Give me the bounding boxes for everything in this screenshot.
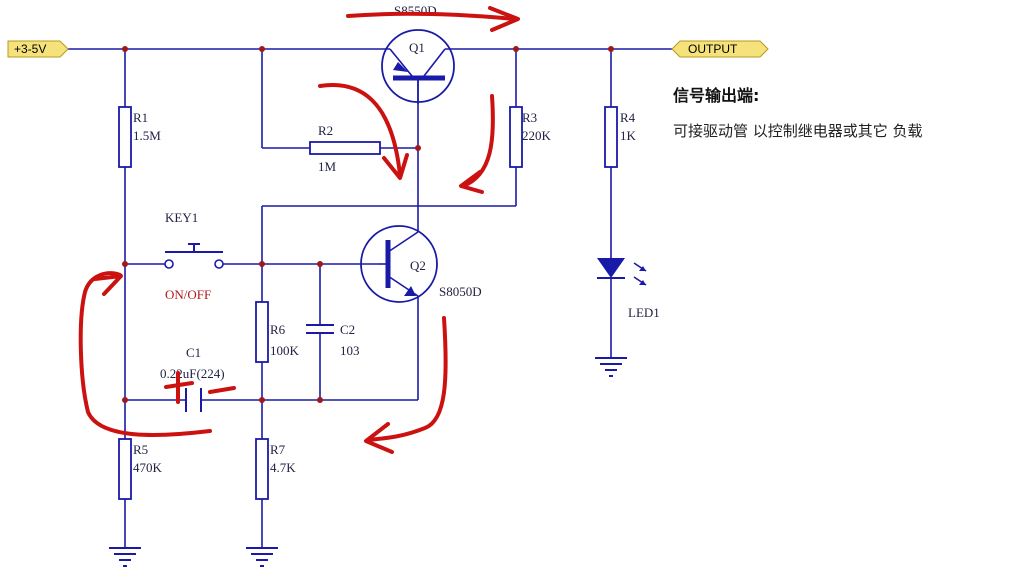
r4-value: 1K — [620, 128, 637, 143]
r3-ref: R3 — [522, 110, 537, 125]
output-note-description: 可接驱动管 以控制继电器或其它 负载 — [673, 122, 923, 140]
resistor-r4: R4 1K — [604, 106, 637, 168]
led-led1: LED1 — [597, 258, 660, 320]
c1-ref: C1 — [186, 345, 201, 360]
led1-ref: LED1 — [628, 305, 660, 320]
arrow-r2-to-q1 — [318, 83, 409, 180]
q2-ref: Q2 — [410, 258, 426, 273]
r3-value: 220K — [522, 128, 552, 143]
q2-part: S8050D — [439, 284, 482, 299]
capacitor-c1: C1 0.22uF(224) — [160, 345, 225, 412]
resistor-r7: R7 4.7K — [255, 438, 296, 500]
dash-mark — [208, 386, 236, 394]
r5-ref: R5 — [133, 442, 148, 457]
ground-symbol — [246, 547, 278, 567]
arrow-left-loop — [78, 271, 212, 437]
c1-value: 0.22uF(224) — [160, 366, 225, 381]
r2-ref: R2 — [318, 123, 333, 138]
transistor-q1: Q1 S8550D — [381, 3, 455, 104]
output-port: OUTPUT — [671, 40, 769, 58]
switch-key1: KEY1 ON/OFF — [164, 210, 224, 302]
r7-ref: R7 — [270, 442, 286, 457]
arrow-top-right — [346, 6, 520, 32]
r4-ref: R4 — [620, 110, 636, 125]
junction-dots — [122, 46, 614, 403]
resistor-r6: R6 100K — [255, 301, 300, 363]
resistor-r2: R2 1M — [309, 123, 381, 174]
r2-value: 1M — [318, 159, 337, 174]
power-port-label: +3-5V — [14, 42, 46, 56]
c2-ref: C2 — [340, 322, 355, 337]
key1-ref: KEY1 — [165, 210, 198, 225]
key1-label: ON/OFF — [165, 287, 211, 302]
resistor-r3: R3 220K — [509, 106, 552, 168]
ground-symbol — [595, 357, 627, 377]
q1-ref: Q1 — [409, 40, 425, 55]
c2-value: 103 — [340, 343, 360, 358]
resistor-r1: R1 1.5M — [118, 106, 161, 168]
r1-ref: R1 — [133, 110, 148, 125]
output-note-title: 信号输出端: — [673, 86, 760, 105]
r6-value: 100K — [270, 343, 300, 358]
handwritten-annotations — [78, 6, 520, 454]
wires — [68, 48, 672, 548]
power-port: +3-5V — [7, 40, 69, 58]
r5-value: 470K — [133, 460, 163, 475]
ground-symbol — [109, 547, 141, 567]
arrow-bottom-right — [364, 316, 448, 454]
r1-value: 1.5M — [133, 128, 161, 143]
plus-mark — [164, 371, 194, 404]
resistor-r5: R5 470K — [118, 438, 163, 500]
capacitor-c2: C2 103 — [306, 322, 360, 358]
arrow-r3-return — [459, 94, 495, 194]
output-note: 信号输出端: 可接驱动管 以控制继电器或其它 负载 — [673, 82, 923, 141]
r6-ref: R6 — [270, 322, 286, 337]
output-port-label: OUTPUT — [688, 42, 738, 56]
r7-value: 4.7K — [270, 460, 296, 475]
transistor-q2: Q2 S8050D — [360, 225, 482, 303]
